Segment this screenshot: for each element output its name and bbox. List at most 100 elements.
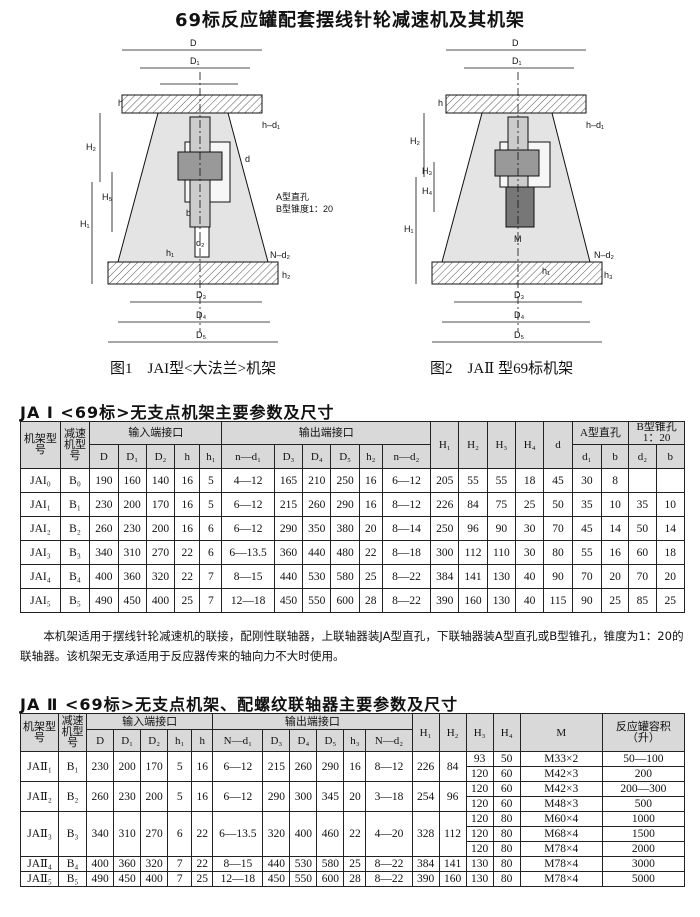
t2-subhead: h	[191, 729, 214, 752]
t1-head-b-taper: B型锥孔 1：20	[628, 421, 685, 445]
t2-reducer-cell: B₃	[58, 811, 88, 857]
t2-value-cell: 490	[86, 871, 115, 887]
t2-sub-cell: 1000	[601, 811, 686, 827]
figure-1-caption: 图1 JAI型<大法兰>机架	[110, 361, 277, 377]
t2-value-cell: 170	[140, 751, 169, 782]
t1-subhead: h₁	[199, 444, 223, 469]
fig1-label-D5: D₅	[196, 330, 206, 340]
t2-sub-cell: 80	[492, 871, 521, 887]
t2-value-cell: 390	[411, 871, 440, 887]
t1-value-cell: 90	[571, 588, 603, 613]
t1-value-cell: 550	[302, 588, 332, 613]
t1-value-cell: 230	[117, 516, 147, 541]
fig2-label-D1: D₁	[512, 56, 522, 66]
t1-value-cell: 200	[145, 516, 176, 541]
t1-value-cell: 75	[486, 492, 517, 517]
t1-value-cell: 70	[543, 516, 573, 541]
fig2-label-M: M	[514, 234, 522, 244]
t2-value-cell: 320	[262, 811, 291, 857]
t2-head-H1: H₁	[411, 713, 440, 752]
t1-head-H1: H₁	[430, 421, 460, 469]
figure-2-caption: 图2 JAⅡ 型69标机架	[430, 361, 574, 377]
fig2-label-h1: h₁	[542, 266, 550, 276]
figure-2-drawing: D D₁ h h–d₁ H₂ H₄ H₃ H₁ M h₁ N–d₂ h₃ D₃ …	[404, 38, 615, 343]
t1-subhead: D₁	[117, 444, 147, 469]
t2-sub-cell: 80	[492, 811, 521, 827]
t1-head-H3: H₃	[486, 421, 517, 469]
t2-value-cell: 5	[167, 781, 193, 812]
fig1-label-d: d	[245, 154, 250, 164]
t1-value-cell: 55	[486, 468, 517, 493]
t2-sub-cell: 60	[492, 796, 521, 812]
t1-value-cell: 35	[571, 492, 603, 517]
fig1-label-h1: h₁	[166, 248, 174, 258]
t2-subhead: D₄	[289, 729, 318, 752]
t1-subhead: h₂	[358, 444, 383, 469]
t1-value-cell: 25	[655, 588, 686, 613]
t1-value-cell: 50	[543, 492, 573, 517]
t1-value-cell: 160	[458, 588, 488, 613]
t2-value-cell: 6—13.5	[212, 811, 264, 857]
t1-value-cell: 22	[358, 540, 383, 565]
t1-reducer-cell: B₀	[59, 468, 91, 493]
fig2-label-D3: D₃	[514, 290, 524, 300]
t1-value-cell: 7	[199, 588, 223, 613]
t1-value-cell: 16	[174, 516, 201, 541]
t1-value-cell: 141	[458, 564, 488, 589]
t2-reducer-cell: B₂	[58, 781, 88, 812]
t2-sub-cell: 130	[465, 856, 494, 872]
t1-value-cell: 30	[515, 540, 545, 565]
t2-value-cell: 260	[289, 751, 318, 782]
t1-value-cell: 25	[600, 588, 630, 613]
t1-value-cell: 480	[330, 540, 360, 565]
fig2-label-N-d2: N–d₂	[594, 250, 615, 260]
table1-title: JA Ⅰ <69标>无支点机架主要参数及尺寸	[20, 403, 335, 422]
t1-head-a-hole: A型直孔	[571, 421, 630, 445]
t1-value-cell: 10	[655, 492, 686, 517]
t2-reducer-cell: B₄	[58, 856, 88, 872]
t2-subhead: h₃	[343, 729, 367, 752]
t1-subhead: D	[89, 444, 119, 469]
t1-value-cell: 340	[89, 540, 119, 565]
t2-value-cell: 6—12	[212, 781, 264, 812]
t1-head-frame: 机架型号	[20, 421, 61, 469]
fig1-label-D3: D₃	[196, 290, 206, 300]
fig1-label-b: b	[186, 208, 191, 218]
t1-value-cell: 450	[273, 588, 304, 613]
fig2-label-h3: h₃	[604, 270, 613, 280]
t1-value-cell: 8—22	[381, 564, 432, 589]
t1-subhead: d₂	[628, 444, 657, 469]
fig1-label-h2: h₂	[282, 270, 291, 280]
t1-value-cell: 300	[430, 540, 460, 565]
t1-value-cell: 400	[145, 588, 176, 613]
t1-subhead: D₂	[145, 444, 176, 469]
t2-reducer-cell: B₁	[58, 751, 88, 782]
t1-value-cell: 290	[273, 516, 304, 541]
t1-subhead: b	[600, 444, 630, 469]
t2-value-cell: 7	[167, 856, 193, 872]
fig2-label-D: D	[512, 38, 519, 48]
t2-sub-cell: 50	[492, 751, 521, 767]
t1-reducer-cell: B₁	[59, 492, 91, 517]
t2-value-cell: 141	[438, 856, 467, 872]
t1-value-cell: 8—15	[221, 564, 275, 589]
t2-value-cell: 3—18	[365, 781, 413, 812]
t1-value-cell: 440	[302, 540, 332, 565]
t1-value-cell: 35	[628, 492, 657, 517]
fig2-label-H3: H₃	[422, 166, 432, 176]
t1-value-cell: 30	[515, 516, 545, 541]
fig1-label-h: h	[118, 98, 123, 108]
t1-value-cell: 140	[145, 468, 176, 493]
t1-value-cell: 600	[330, 588, 360, 613]
t1-value-cell: 50	[628, 516, 657, 541]
t1-value-cell: 20	[655, 564, 686, 589]
t1-frame-cell: JAI₅	[20, 588, 61, 613]
page-title: 69标反应罐配套摆线针轮减速机及其机架	[174, 10, 526, 31]
